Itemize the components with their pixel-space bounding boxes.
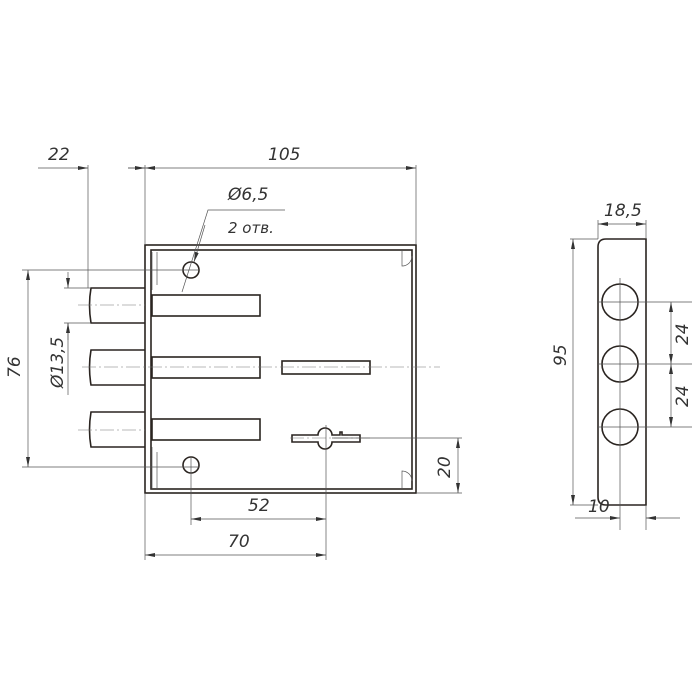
lock-body-outline [144, 244, 417, 494]
dim-70: 70 [228, 532, 250, 552]
latch-slot [281, 360, 371, 375]
lock-body-inner [150, 249, 413, 490]
dim-105: 105 [268, 145, 300, 165]
dim-24-upper: 24 [673, 323, 693, 345]
dim-76: 76 [5, 356, 25, 378]
bolt-bar-middle [151, 356, 261, 379]
front-dimensions: 22 105 Ø6,5 2 отв. 76 Ø13,5 20 52 70 [5, 145, 462, 560]
dim-52: 52 [248, 496, 270, 516]
dim-hole-count: 2 отв. [228, 219, 274, 237]
bolt-bar-top [151, 294, 261, 317]
dim-bolt-diameter: Ø13,5 [48, 337, 68, 389]
dim-24-lower: 24 [673, 385, 693, 407]
body-edge-detail [151, 252, 158, 489]
bolt-bar-bottom [151, 418, 261, 441]
dim-20: 20 [435, 456, 455, 478]
dim-hole-diameter: Ø6,5 [227, 185, 268, 205]
dim-95: 95 [551, 344, 571, 366]
bolt-bottom [88, 411, 145, 448]
faceplate [597, 238, 647, 506]
corner-detail [401, 250, 413, 489]
side-view: 18,5 95 24 24 10 [551, 201, 693, 530]
dim-22: 22 [48, 145, 70, 165]
front-view [78, 244, 440, 494]
bolts [88, 287, 261, 448]
dim-10: 10 [588, 497, 610, 517]
bolt-top [88, 287, 145, 324]
keyhole [291, 427, 361, 450]
dim-18-5: 18,5 [604, 201, 642, 221]
bolt-middle [88, 349, 145, 386]
